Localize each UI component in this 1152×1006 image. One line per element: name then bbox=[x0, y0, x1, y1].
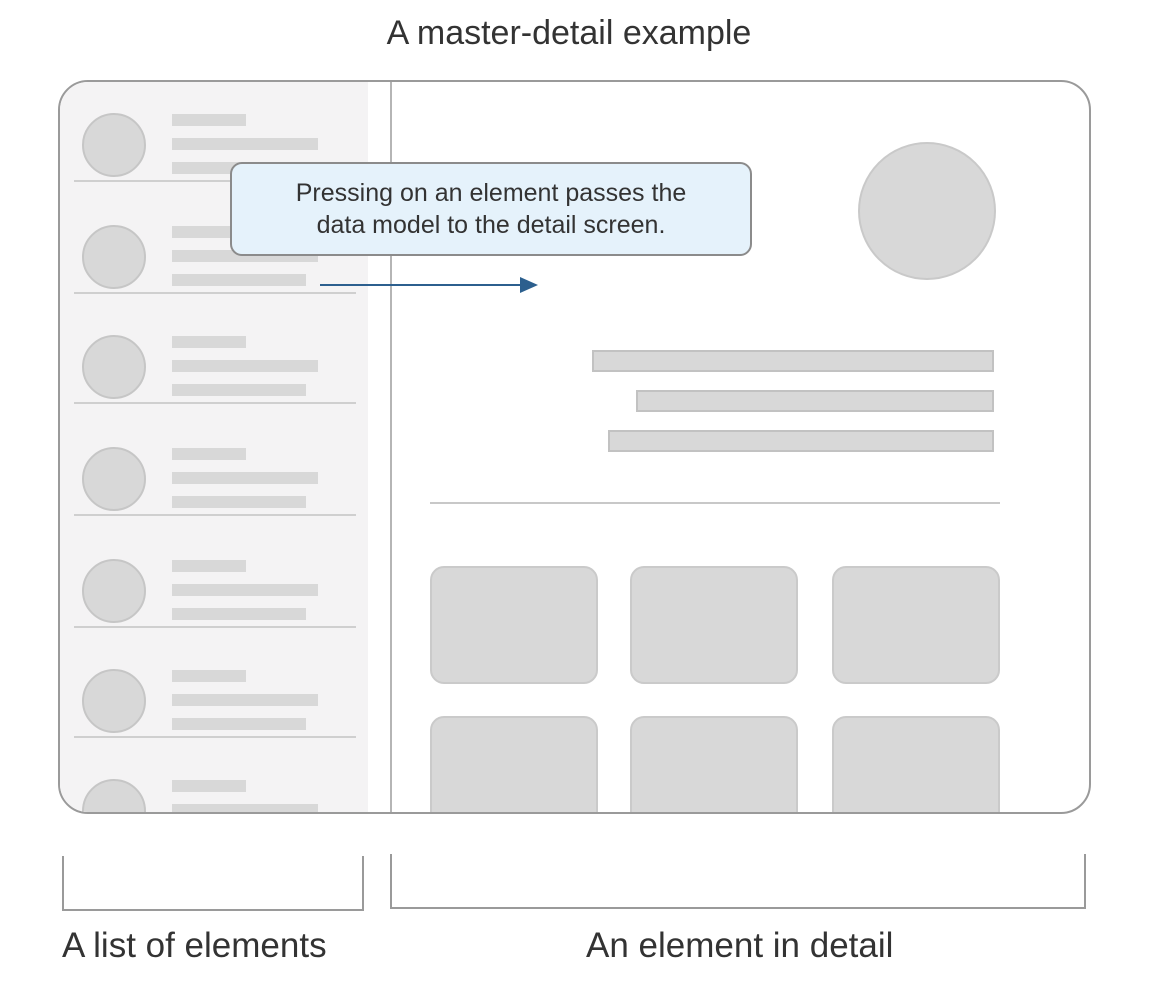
list-item-separator bbox=[74, 292, 356, 294]
list-item-subtitle-placeholder bbox=[172, 138, 318, 150]
list-item-avatar bbox=[82, 335, 146, 399]
list-item-detail-placeholder bbox=[172, 718, 306, 730]
callout-text-line-1: Pressing on an element passes the bbox=[295, 179, 687, 207]
detail-tile bbox=[832, 566, 1000, 684]
detail-text-placeholder bbox=[608, 430, 994, 452]
list-item-avatar bbox=[82, 113, 146, 177]
pane-divider bbox=[390, 82, 392, 812]
list-item-title-placeholder bbox=[172, 560, 246, 572]
list-item-detail-placeholder bbox=[172, 384, 306, 396]
list-item-title-placeholder bbox=[172, 670, 246, 682]
list-bracket bbox=[62, 856, 364, 911]
detail-tile bbox=[832, 716, 1000, 812]
detail-caption: An element in detail bbox=[586, 926, 894, 965]
list-item-title-placeholder bbox=[172, 336, 246, 348]
list-item bbox=[60, 405, 356, 516]
list-item-avatar bbox=[82, 225, 146, 289]
list-item-subtitle-placeholder bbox=[172, 584, 318, 596]
list-item-title-placeholder bbox=[172, 114, 246, 126]
detail-tile bbox=[630, 566, 798, 684]
list-item-separator bbox=[74, 736, 356, 738]
list-item-separator bbox=[74, 514, 356, 516]
detail-avatar bbox=[858, 142, 996, 280]
list-item-detail-placeholder bbox=[172, 496, 306, 508]
list-item-separator bbox=[74, 180, 356, 182]
detail-tile bbox=[430, 566, 598, 684]
callout-text-line-2: data model to the detail screen. bbox=[316, 211, 666, 239]
detail-tile bbox=[630, 716, 798, 812]
list-item-detail-placeholder bbox=[172, 274, 306, 286]
list-item-avatar bbox=[82, 447, 146, 511]
list-item-avatar bbox=[82, 779, 146, 812]
list-item bbox=[60, 183, 356, 294]
list-item bbox=[60, 517, 356, 628]
detail-divider bbox=[430, 502, 1000, 504]
diagram-title: A master-detail example bbox=[386, 14, 752, 52]
list-item-separator bbox=[74, 402, 356, 404]
list-item-subtitle-placeholder bbox=[172, 472, 318, 484]
callout-box: Pressing on an element passes the data m… bbox=[230, 162, 752, 256]
detail-bracket bbox=[390, 854, 1086, 909]
list-item-detail-placeholder bbox=[172, 608, 306, 620]
list-item-subtitle-placeholder bbox=[172, 804, 318, 812]
list-item-avatar bbox=[82, 559, 146, 623]
list-item-subtitle-placeholder bbox=[172, 694, 318, 706]
list-item-separator bbox=[74, 626, 356, 628]
list-item-subtitle-placeholder bbox=[172, 360, 318, 372]
list-item bbox=[60, 627, 356, 738]
list-caption: A list of elements bbox=[62, 926, 327, 965]
list-item bbox=[60, 293, 356, 404]
list-item-avatar bbox=[82, 669, 146, 733]
detail-text-placeholder bbox=[592, 350, 994, 372]
detail-text-placeholder bbox=[636, 390, 994, 412]
list-item-title-placeholder bbox=[172, 448, 246, 460]
list-item-title-placeholder bbox=[172, 226, 246, 238]
navigation-arrow-icon bbox=[320, 277, 538, 293]
detail-tile bbox=[430, 716, 598, 812]
list-item-title-placeholder bbox=[172, 780, 246, 792]
list-item bbox=[60, 737, 356, 812]
